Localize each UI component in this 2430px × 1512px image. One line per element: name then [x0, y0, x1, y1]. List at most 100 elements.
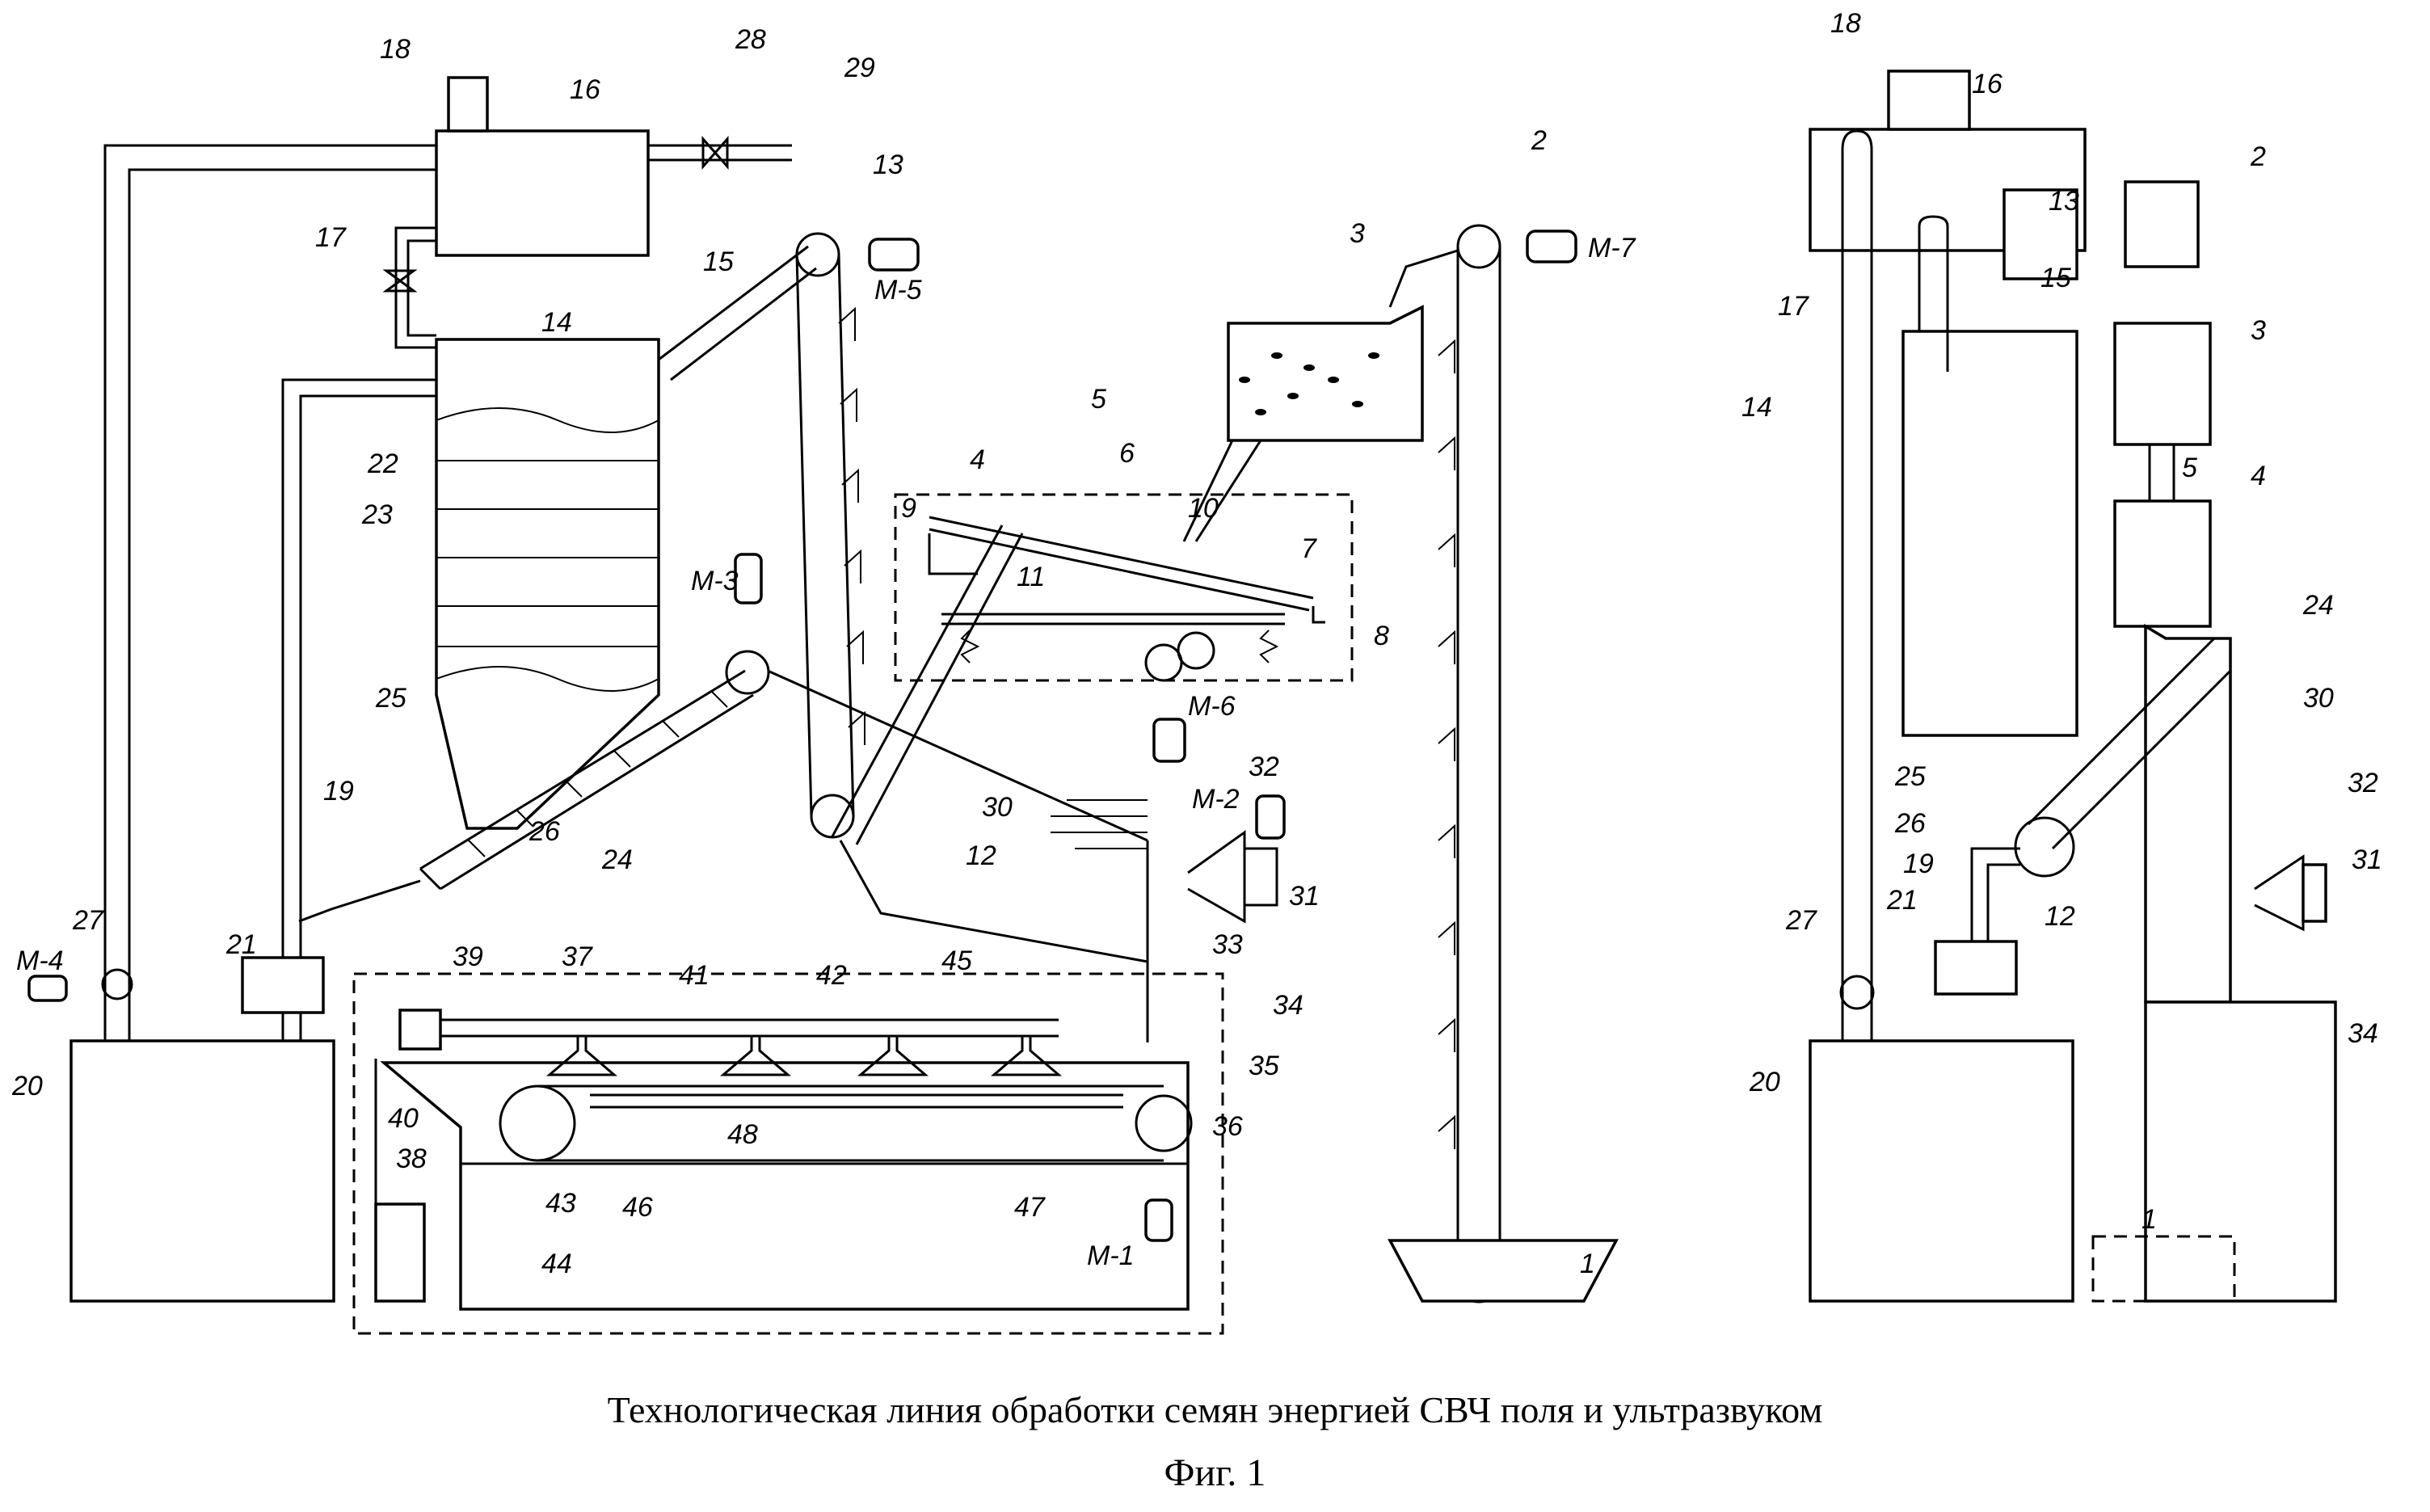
figure-caption: Технологическая линия обработки семян эн…: [0, 1388, 2430, 1431]
r-block-4: [2115, 501, 2210, 626]
pipe-19-lower: [299, 881, 420, 921]
pipe-27: [105, 145, 436, 1041]
motor-m5: [870, 239, 918, 270]
label-10: 10: [1188, 493, 1219, 524]
label-41: 41: [679, 960, 710, 991]
motor-m1: [1146, 1200, 1172, 1240]
label-6: 6: [1119, 438, 1135, 469]
motor-m3: [735, 554, 761, 603]
label-34: 34: [1273, 990, 1303, 1021]
elevator-2-buckets: [1438, 341, 1455, 1149]
label-5: 5: [1091, 384, 1106, 415]
r-tank-20: [1810, 1041, 2073, 1301]
r-label-26: 26: [1894, 808, 1926, 839]
feed-5: [1184, 440, 1261, 541]
label-40: 40: [388, 1103, 419, 1134]
r-tank-34: [2146, 1002, 2335, 1301]
drum-13-bottom: [811, 795, 853, 837]
label-29: 29: [844, 53, 875, 83]
label-20: 20: [11, 1071, 43, 1101]
drum-2: [1458, 225, 1500, 267]
r-transducer-31: [2255, 857, 2303, 929]
label-42: 42: [816, 960, 847, 991]
drive-m6: [1146, 645, 1181, 680]
label-m1: M-1: [1087, 1240, 1135, 1271]
label-43: 43: [545, 1188, 576, 1219]
r-label-20: 20: [1749, 1067, 1780, 1097]
r-chamber-14: [1903, 331, 2077, 735]
label-19: 19: [323, 776, 354, 807]
label-30: 30: [982, 792, 1013, 823]
r-label-13: 13: [2049, 186, 2079, 217]
r-label-3: 3: [2251, 315, 2266, 346]
label-39: 39: [453, 941, 483, 972]
r-label-32: 32: [2348, 768, 2378, 798]
label-m2: M-2: [1192, 784, 1240, 815]
drum-m3: [726, 651, 769, 693]
r-label-12: 12: [2045, 901, 2075, 932]
label-44: 44: [541, 1249, 572, 1279]
label-14: 14: [541, 307, 572, 338]
label-27: 27: [72, 905, 104, 936]
r-label-5: 5: [2182, 453, 2197, 483]
pipe-15: [659, 246, 816, 380]
r-hopper-3: [2115, 323, 2210, 444]
hopper-3: [1228, 307, 1422, 440]
right-view: [1810, 71, 2335, 1301]
label-m5: M-5: [874, 275, 922, 305]
r-motor-31: [2303, 865, 2326, 921]
label-36: 36: [1212, 1111, 1243, 1142]
elevator-2: [1458, 246, 1500, 1281]
label-9: 9: [901, 493, 916, 524]
tank-16: [436, 131, 648, 255]
label-25: 25: [375, 683, 406, 714]
label-37: 37: [562, 941, 593, 972]
block-4: [895, 495, 1352, 680]
unit-39: [400, 1010, 440, 1049]
label-32: 32: [1249, 752, 1279, 782]
frame-8: [1313, 606, 1325, 622]
r-label-4: 4: [2251, 461, 2266, 491]
label-17: 17: [315, 222, 347, 253]
r-label-31: 31: [2352, 844, 2382, 875]
label-31: 31: [1289, 881, 1320, 912]
r-pipe-27: [1843, 131, 1872, 1041]
label-48: 48: [727, 1119, 758, 1150]
r-label-34: 34: [2348, 1018, 2378, 1049]
r-label-24: 24: [2302, 590, 2334, 621]
pipe-17: [396, 228, 436, 347]
label-45: 45: [941, 946, 972, 976]
label-23: 23: [361, 499, 393, 530]
valve-29: [703, 139, 727, 166]
label-m7: M-7: [1588, 233, 1636, 263]
label-21: 21: [225, 929, 257, 960]
motor-m2: [1257, 796, 1284, 838]
r-label-19: 19: [1903, 849, 1934, 879]
unit-21: [242, 958, 323, 1013]
label-m3: M-3: [691, 566, 739, 596]
label-28: 28: [735, 24, 766, 55]
label-47: 47: [1014, 1192, 1046, 1223]
label-2: 2: [1531, 125, 1547, 156]
r-label-30: 30: [2303, 683, 2334, 714]
motor-m4: [29, 976, 66, 1000]
r-label-16: 16: [1972, 69, 2003, 99]
tank-20: [71, 1041, 334, 1301]
r-label-1: 1: [2142, 1204, 2157, 1235]
left-view: [29, 78, 1616, 1333]
label-24: 24: [601, 844, 633, 875]
label-11: 11: [1017, 562, 1045, 592]
tank-37: [384, 1063, 1188, 1309]
drive-m6b: [1178, 633, 1214, 668]
label-m4: M-4: [16, 946, 64, 976]
chute-2-3: [1390, 251, 1458, 307]
r-label-27: 27: [1785, 905, 1817, 936]
liquid-32: [1051, 800, 1148, 849]
label-15: 15: [703, 246, 734, 277]
label-35: 35: [1249, 1051, 1279, 1081]
motor-m7: [1527, 231, 1576, 262]
frame-9: [929, 533, 978, 574]
r-label-25: 25: [1894, 761, 1926, 792]
label-1: 1: [1580, 1249, 1595, 1279]
drum-13: [797, 234, 839, 276]
